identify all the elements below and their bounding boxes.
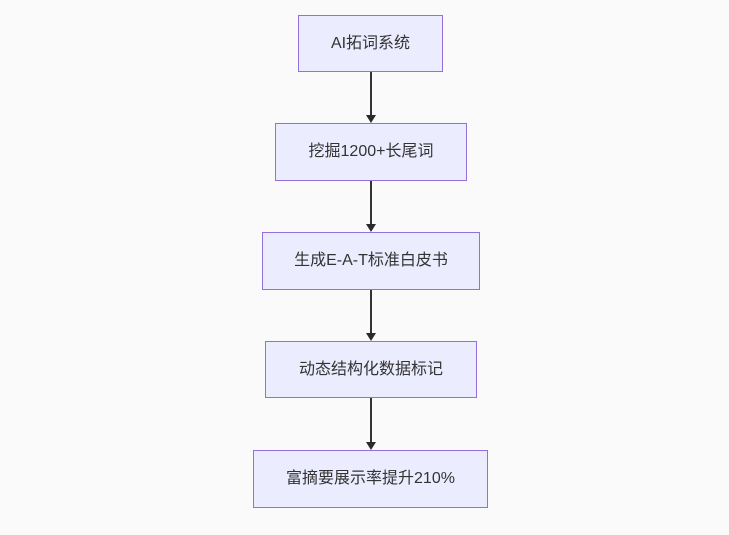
flowchart-node-c: 生成E-A-T标准白皮书 <box>262 232 480 290</box>
node-label: 富摘要展示率提升210% <box>286 470 455 487</box>
arrow-shaft <box>370 398 372 443</box>
flow-arrow-3 <box>365 290 377 341</box>
arrow-head-icon <box>366 115 376 123</box>
node-label: 挖掘1200+长尾词 <box>308 143 434 160</box>
flowchart-node-b: 挖掘1200+长尾词 <box>275 123 467 181</box>
node-label: 生成E-A-T标准白皮书 <box>294 252 448 269</box>
flow-arrow-2 <box>365 181 377 232</box>
flowchart-node-e: 富摘要展示率提升210% <box>253 450 488 508</box>
arrow-head-icon <box>366 442 376 450</box>
arrow-shaft <box>370 290 372 334</box>
arrow-head-icon <box>366 224 376 232</box>
flow-arrow-1 <box>365 72 377 123</box>
flow-arrow-4 <box>365 398 377 450</box>
flowchart-node-d: 动态结构化数据标记 <box>265 341 477 398</box>
node-label: 动态结构化数据标记 <box>298 360 443 378</box>
arrow-shaft <box>370 72 372 116</box>
arrow-head-icon <box>366 333 376 341</box>
arrow-shaft <box>370 181 372 225</box>
flowchart-node-a: AI拓词系统 <box>298 15 443 72</box>
node-label: AI拓词系统 <box>330 34 411 52</box>
